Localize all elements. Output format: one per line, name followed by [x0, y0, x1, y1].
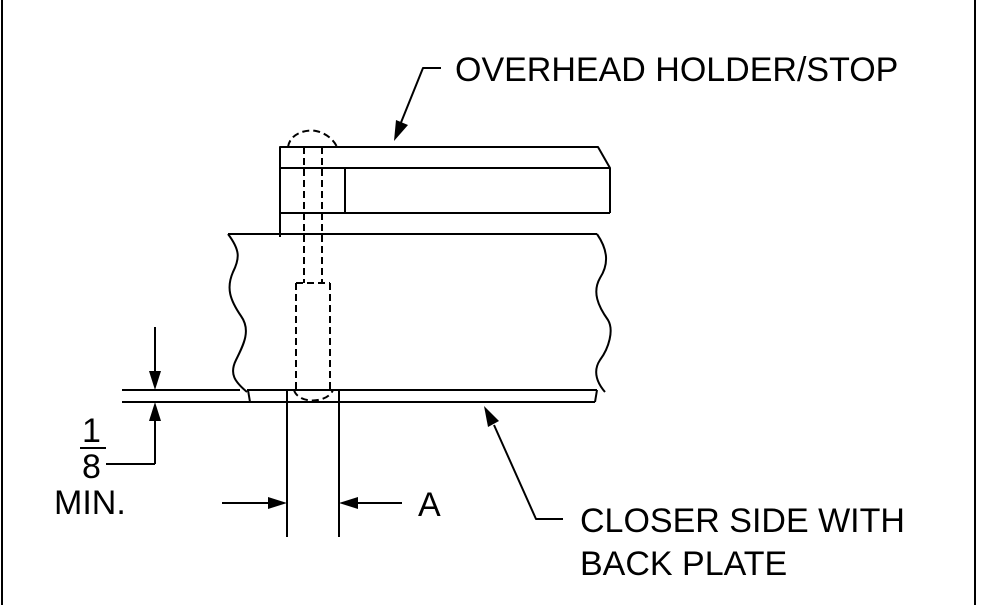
label-fraction-denominator: 8	[82, 448, 101, 486]
label-min: MIN.	[54, 484, 126, 522]
label-overhead-holder: OVERHEAD HOLDER/STOP	[455, 51, 898, 89]
leader-overhead	[394, 67, 441, 141]
screw-head	[287, 129, 338, 148]
label-closer-side-line2: BACK PLATE	[580, 545, 787, 583]
leader-closer	[484, 406, 563, 520]
hidden-screw	[293, 147, 334, 402]
label-fraction-numerator: 1	[82, 412, 101, 450]
label-closer-side-line1: CLOSER SIDE WITH	[580, 502, 905, 540]
overhead-holder-arm	[279, 146, 611, 237]
dimension-eighth-min	[80, 327, 161, 465]
dimension-a	[222, 402, 402, 537]
label-dimension-a: A	[418, 486, 441, 524]
door-body	[122, 233, 612, 403]
